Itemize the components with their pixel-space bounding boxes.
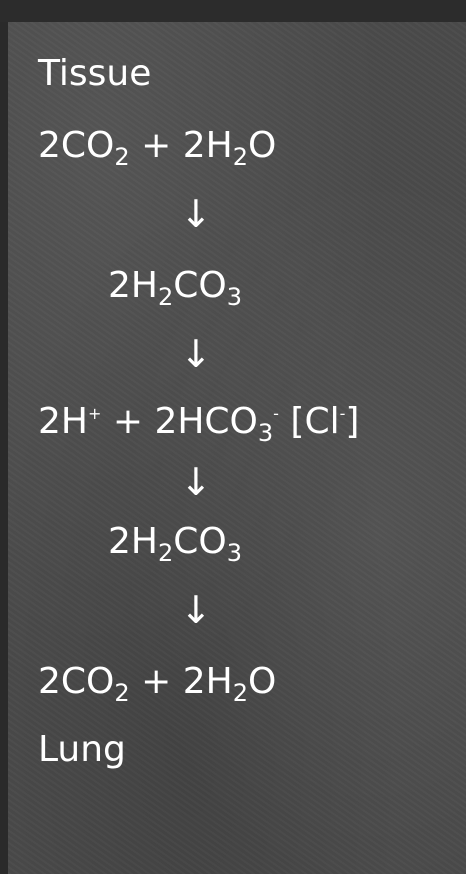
arrow-down-icon: ↓ [180,460,212,504]
equation-lung-products: 2CO2 + 2H2O [38,661,277,707]
equation-carbonic-acid-1: 2H2CO3 [108,265,243,311]
label-tissue: Tissue [38,53,152,94]
arrow-down-icon: ↓ [180,192,212,236]
slide-background [8,22,466,874]
equation-tissue-reactants: 2CO2 + 2H2O [38,125,277,171]
equation-ions: 2H+ + 2HCO3- [Cl-] [38,401,360,447]
arrow-down-icon: ↓ [180,588,212,632]
top-bar [0,0,466,22]
label-lung: Lung [38,729,126,770]
arrow-down-icon: ↓ [180,332,212,376]
equation-carbonic-acid-2: 2H2CO3 [108,521,243,567]
